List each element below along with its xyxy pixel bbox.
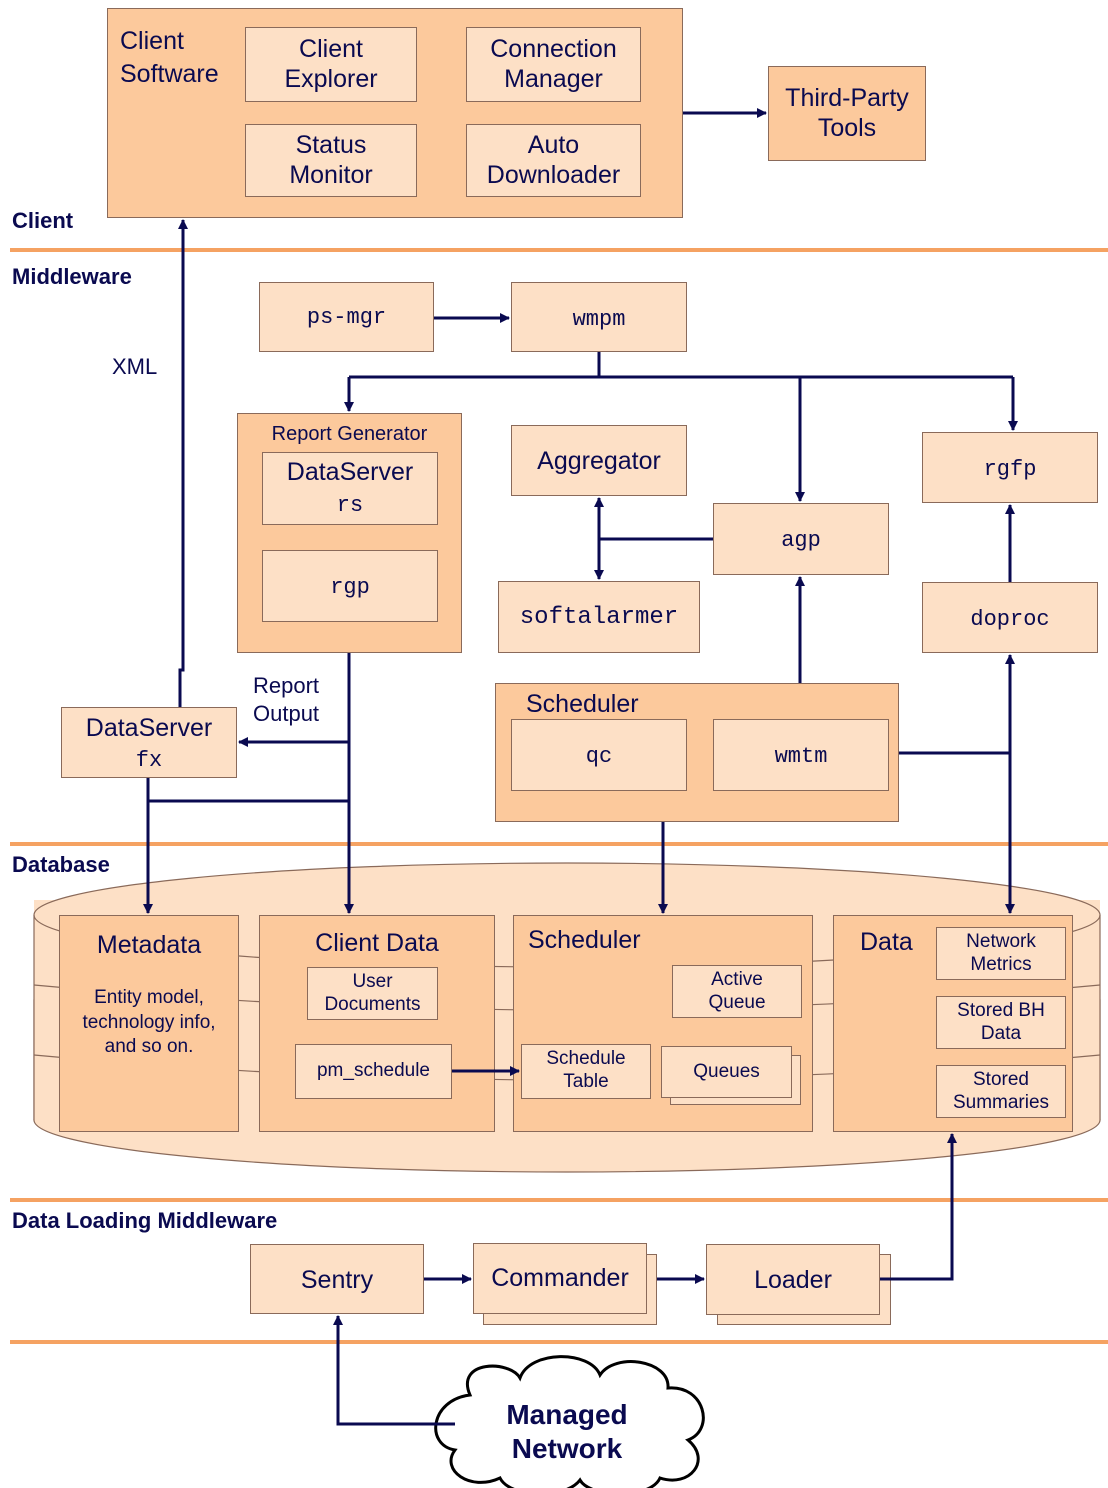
band-loading-network <box>10 1340 1108 1344</box>
section-label-database: Database <box>12 852 110 877</box>
arrow-loader-to-data <box>880 1133 957 1281</box>
section-label-middleware: Middleware <box>12 264 132 289</box>
client-explorer-box[interactable]: Client Explorer <box>245 27 417 102</box>
doproc-label: doproc <box>970 607 1050 632</box>
pm-schedule-label: pm_schedule <box>316 1060 431 1081</box>
auto-downloader-box[interactable]: Auto Downloader <box>466 124 641 197</box>
stored-summaries-label: Stored Summaries <box>952 1069 1050 1113</box>
agp-label: agp <box>781 528 821 553</box>
schedule-table-label: Schedule Table <box>546 1048 626 1092</box>
client-software-label: Client Software <box>120 27 219 88</box>
scheduler-db-title: Scheduler <box>528 926 641 954</box>
metadata-box[interactable]: Metadata Entity model, technology info, … <box>59 915 239 1132</box>
queues-label: Queues <box>693 1061 760 1082</box>
active-queue-label: Active Queue <box>708 969 766 1013</box>
rgp-box[interactable]: rgp <box>262 550 438 622</box>
metadata-description: Entity model, technology info, and so on… <box>82 987 216 1058</box>
commander-label: Commander <box>491 1264 629 1292</box>
arrow-network-to-sentry <box>333 1315 455 1426</box>
wmpm-bus <box>349 352 1013 379</box>
report-output-label: Report Output <box>253 673 320 726</box>
band-database-loading <box>10 1198 1108 1202</box>
ps-mgr-label: ps-mgr <box>306 305 387 330</box>
third-party-tools-label: Third-Party Tools <box>785 84 909 142</box>
third-party-tools-box[interactable]: Third-Party Tools <box>768 66 926 161</box>
softalarmer-box[interactable]: softalarmer <box>498 581 700 653</box>
dataserver-fx-box[interactable]: DataServer fx <box>61 707 237 778</box>
managed-network-label: Managed Network <box>506 1399 628 1464</box>
auto-downloader-label: Auto Downloader <box>486 131 621 189</box>
band-middleware-database <box>10 842 1108 846</box>
stored-bh-label: Stored BH Data <box>957 1000 1045 1044</box>
fx-label: fx <box>135 748 163 773</box>
schedule-table-box[interactable]: Schedule Table <box>521 1044 651 1099</box>
sentry-label: Sentry <box>300 1266 374 1294</box>
sentry-box[interactable]: Sentry <box>250 1244 424 1314</box>
status-monitor-box[interactable]: Status Monitor <box>245 124 417 197</box>
qc-label: qc <box>585 744 613 769</box>
status-monitor-label: Status Monitor <box>289 131 373 189</box>
xml-label: XML <box>112 354 158 379</box>
active-queue-box[interactable]: Active Queue <box>672 965 802 1018</box>
dataserver-fx-title: DataServer <box>85 714 213 742</box>
dataserver-rs-box[interactable]: DataServer rs <box>262 452 438 525</box>
network-metrics-box[interactable]: Network Metrics <box>936 927 1066 980</box>
wmtm-label: wmtm <box>774 744 828 769</box>
section-label-client: Client <box>12 208 74 233</box>
user-documents-box[interactable]: User Documents <box>307 967 438 1020</box>
softalarmer-label: softalarmer <box>519 604 679 631</box>
stored-bh-box[interactable]: Stored BH Data <box>936 996 1066 1049</box>
client-explorer-label: Client Explorer <box>284 35 378 93</box>
aggregator-box[interactable]: Aggregator <box>511 425 687 496</box>
wmtm-box[interactable]: wmtm <box>713 719 889 791</box>
band-client-middleware <box>10 248 1108 252</box>
wmpm-box[interactable]: wmpm <box>511 282 687 352</box>
data-title: Data <box>860 928 913 956</box>
queues-box[interactable]: Queues <box>661 1046 792 1098</box>
qc-box[interactable]: qc <box>511 719 687 791</box>
stored-summaries-box[interactable]: Stored Summaries <box>936 1065 1066 1118</box>
loader-box[interactable]: Loader <box>706 1244 880 1315</box>
rgfp-box[interactable]: rgfp <box>922 432 1098 503</box>
wmpm-label: wmpm <box>572 307 626 332</box>
loader-label: Loader <box>754 1266 832 1294</box>
metadata-title: Metadata <box>96 931 202 959</box>
doproc-box[interactable]: doproc <box>922 582 1098 653</box>
connection-manager-box[interactable]: Connection Manager <box>466 27 641 102</box>
user-documents-label: User Documents <box>324 971 421 1015</box>
client-data-title: Client Data <box>315 929 439 957</box>
connection-manager-label: Connection Manager <box>490 35 617 93</box>
scheduler-mw-label: Scheduler <box>526 690 639 718</box>
ps-mgr-box[interactable]: ps-mgr <box>259 282 434 352</box>
section-label-data-loading: Data Loading Middleware <box>12 1208 278 1233</box>
dataserver-rs-title: DataServer <box>286 458 414 486</box>
aggregator-label: Aggregator <box>537 447 661 475</box>
rgp-label: rgp <box>330 575 370 600</box>
pm-schedule-box[interactable]: pm_schedule <box>295 1044 452 1099</box>
report-generator-label: Report Generator <box>271 423 428 445</box>
network-metrics-label: Network Metrics <box>966 931 1036 975</box>
commander-box[interactable]: Commander <box>473 1243 647 1314</box>
arrow-fx-to-client <box>178 219 188 707</box>
rs-label: rs <box>336 493 364 518</box>
rgfp-label: rgfp <box>983 457 1037 482</box>
agp-box[interactable]: agp <box>713 503 889 575</box>
